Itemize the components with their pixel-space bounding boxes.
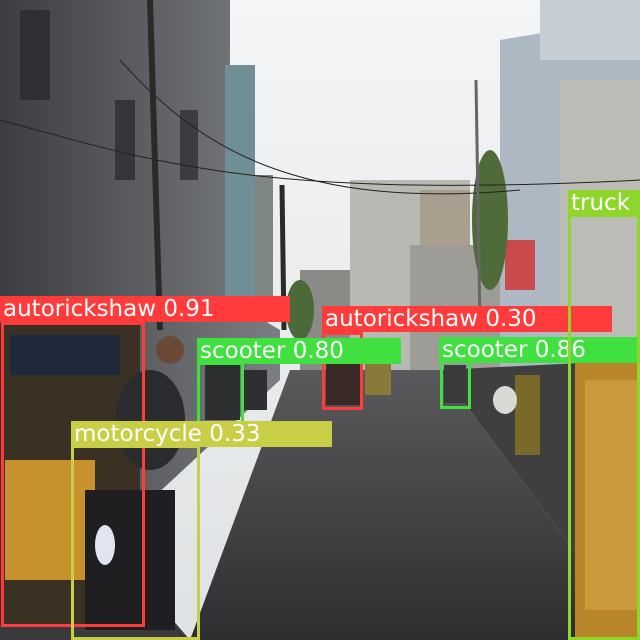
detection-label-scooter-2: scooter 0.86 xyxy=(439,337,640,363)
detection-box-motorcycle xyxy=(71,445,200,640)
detection-box-autorickshaw-2 xyxy=(322,332,363,410)
detection-label-motorcycle: motorcycle 0.33 xyxy=(71,421,332,447)
detection-box-scooter-2 xyxy=(440,360,471,409)
detection-box-truck xyxy=(568,214,640,640)
detection-label-truck: truck xyxy=(568,190,640,216)
detection-label-scooter-1: scooter 0.80 xyxy=(197,338,401,364)
detection-box-scooter-1 xyxy=(197,362,244,424)
detection-label-autorickshaw-1: autorickshaw 0.91 xyxy=(0,296,290,322)
detection-label-autorickshaw-2: autorickshaw 0.30 xyxy=(322,306,612,332)
